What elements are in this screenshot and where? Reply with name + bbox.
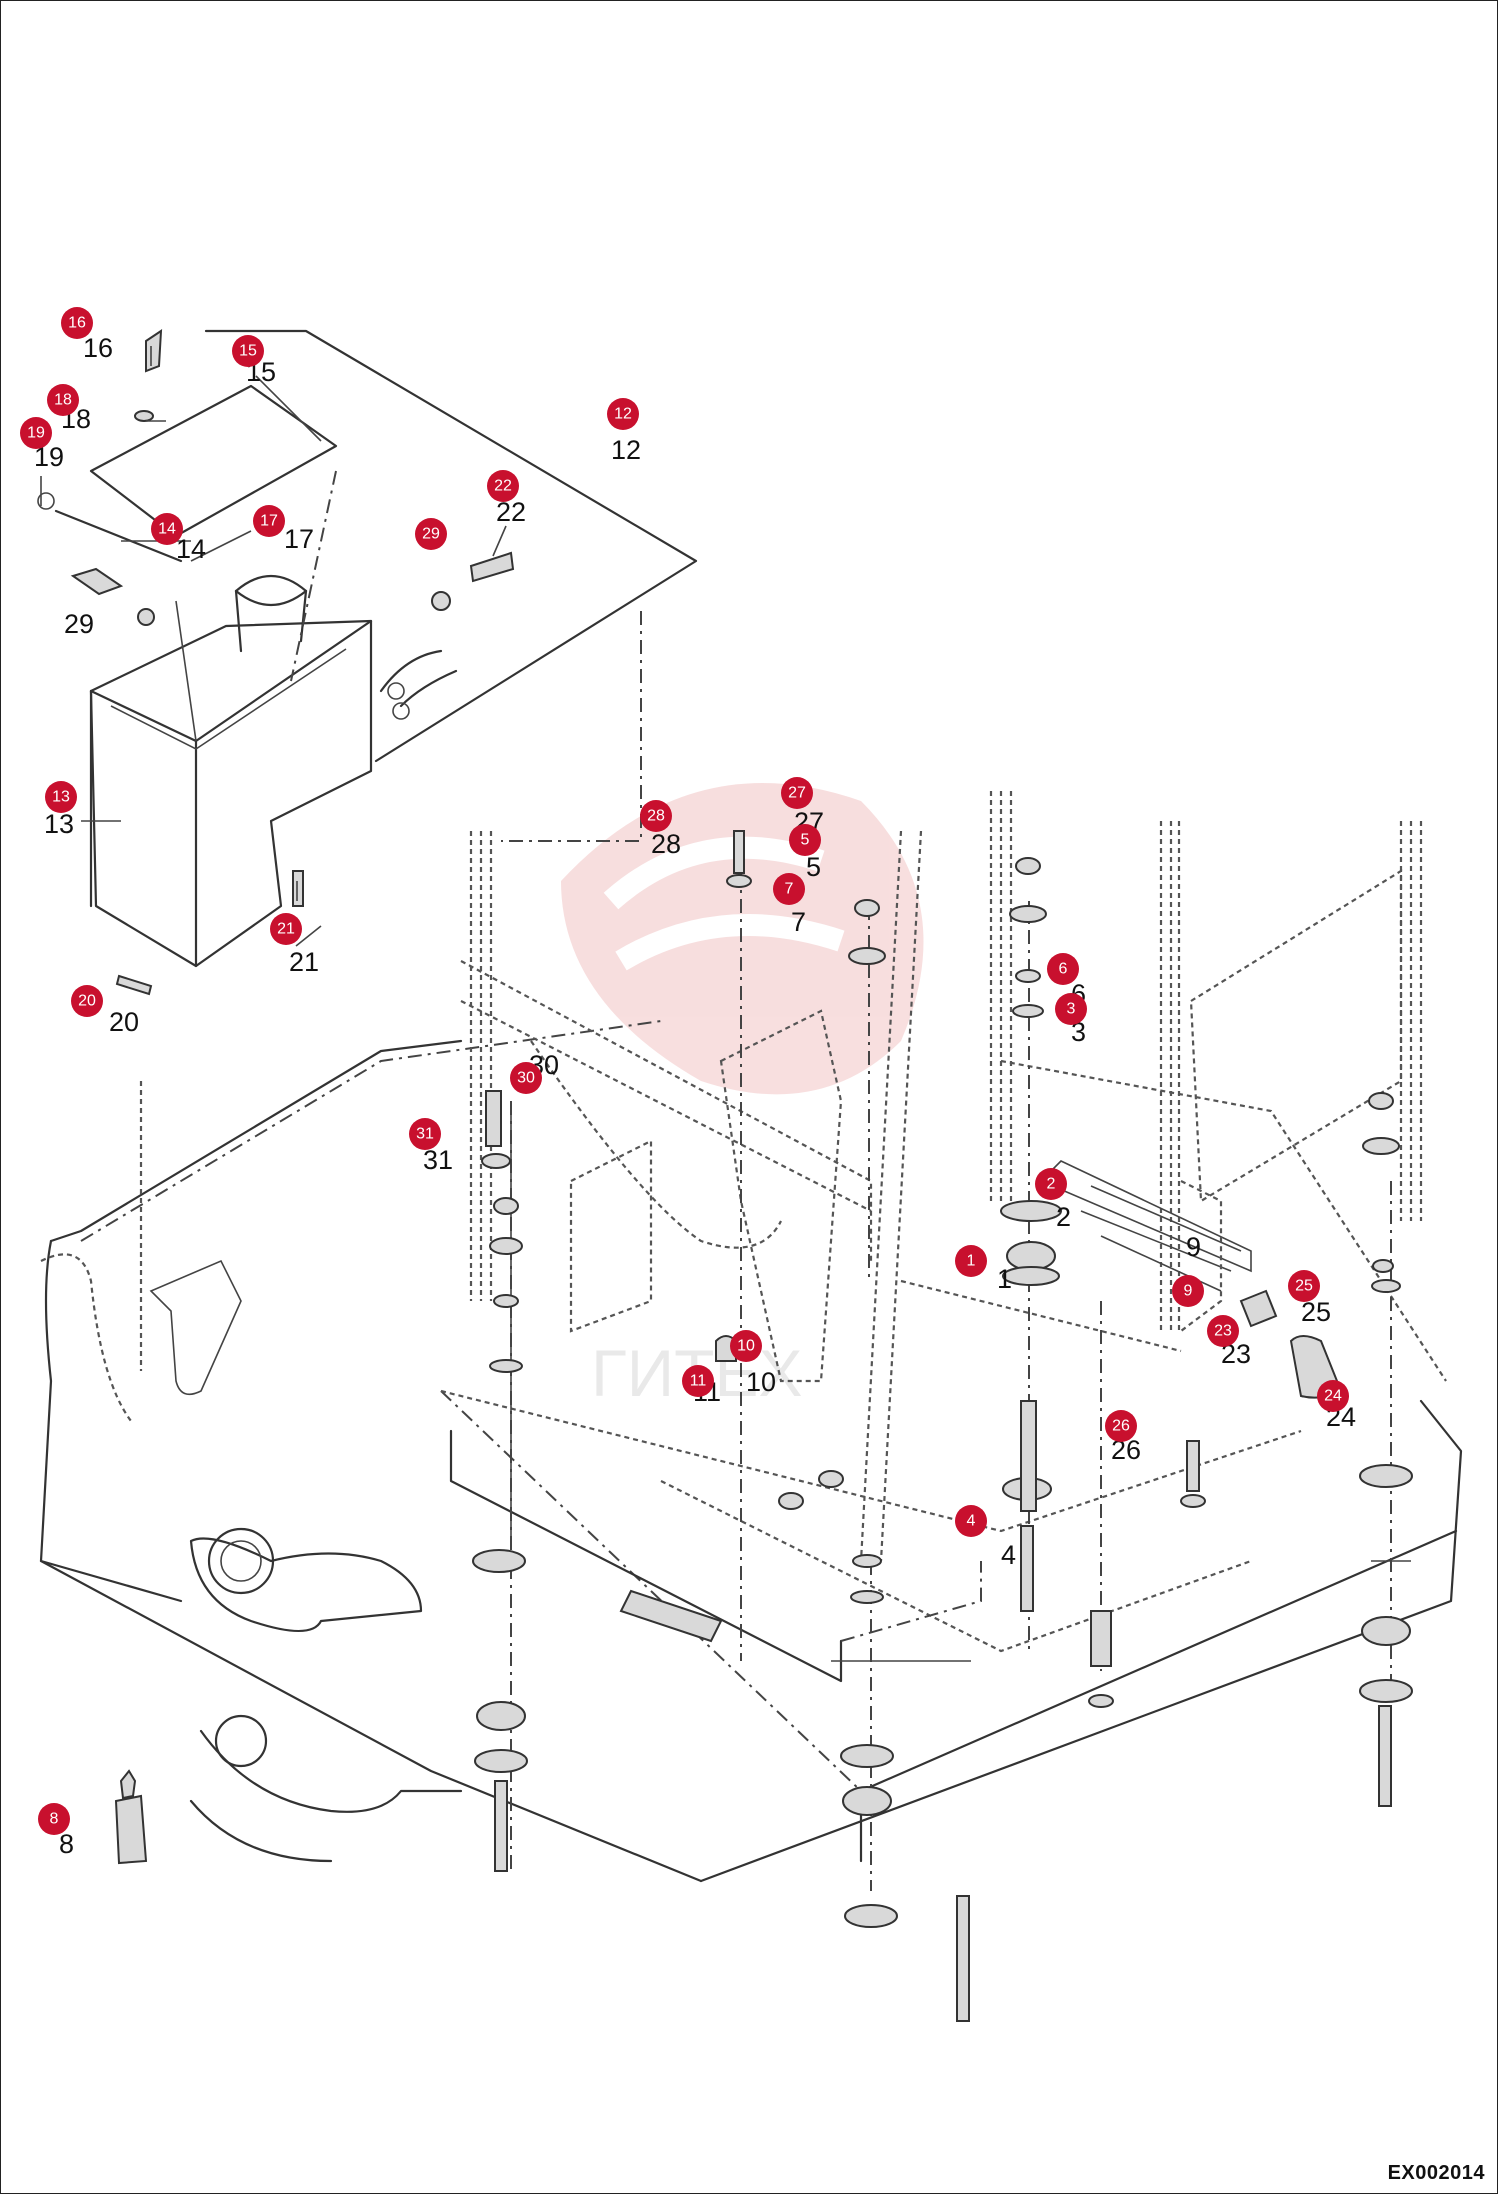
svg-text:1: 1 xyxy=(967,1253,976,1270)
callout-badge-10[interactable]: 10 xyxy=(730,1330,762,1362)
svg-text:12: 12 xyxy=(614,406,632,423)
num-label: 16 xyxy=(83,333,113,363)
callout-badge-8[interactable]: 8 xyxy=(38,1803,70,1835)
svg-text:29: 29 xyxy=(422,526,440,543)
svg-text:31: 31 xyxy=(416,1126,434,1143)
num-label: 31 xyxy=(423,1145,453,1175)
callout-badge-21[interactable]: 21 xyxy=(270,913,302,945)
num-label: 4 xyxy=(1001,1540,1016,1570)
num-label: 17 xyxy=(284,524,314,554)
callout-badge-22[interactable]: 22 xyxy=(487,470,519,502)
svg-text:8: 8 xyxy=(50,1811,59,1828)
num-label: 22 xyxy=(496,497,526,527)
callout-badge-15[interactable]: 15 xyxy=(232,335,264,367)
svg-text:23: 23 xyxy=(1214,1323,1232,1340)
svg-text:5: 5 xyxy=(801,832,810,849)
svg-text:10: 10 xyxy=(737,1338,755,1355)
callout-badge-24[interactable]: 24 xyxy=(1317,1380,1349,1412)
svg-text:17: 17 xyxy=(260,513,278,530)
svg-text:9: 9 xyxy=(1184,1283,1193,1300)
svg-text:26: 26 xyxy=(1112,1418,1130,1435)
callout-badge-11[interactable]: 11 xyxy=(682,1365,714,1397)
callout-badge-14[interactable]: 14 xyxy=(151,513,183,545)
num-label: 7 xyxy=(791,907,806,937)
callout-badge-12[interactable]: 12 xyxy=(607,398,639,430)
svg-text:18: 18 xyxy=(54,392,72,409)
callout-badge-1[interactable]: 1 xyxy=(955,1245,987,1277)
svg-text:22: 22 xyxy=(494,478,512,495)
svg-text:21: 21 xyxy=(277,921,295,938)
num-label: 14 xyxy=(176,534,206,564)
callout-badge-13[interactable]: 13 xyxy=(45,781,77,813)
callout-badges: 16 15 12 18 19 14 17 22 29 13 21 20 27 2… xyxy=(20,307,1349,1835)
callout-badge-30[interactable]: 30 xyxy=(510,1062,542,1094)
callout-badge-9[interactable]: 9 xyxy=(1172,1275,1204,1307)
callout-badge-20[interactable]: 20 xyxy=(71,985,103,1017)
num-label: 12 xyxy=(611,435,641,465)
svg-text:20: 20 xyxy=(78,993,96,1010)
diagram-code: EX002014 xyxy=(1387,2162,1485,2184)
svg-text:16: 16 xyxy=(68,315,86,332)
callout-badge-27[interactable]: 27 xyxy=(781,777,813,809)
hydraulic-tank-assembly xyxy=(37,329,698,996)
callout-badge-17[interactable]: 17 xyxy=(253,505,285,537)
svg-text:7: 7 xyxy=(785,881,794,898)
callout-badge-18[interactable]: 18 xyxy=(47,384,79,416)
callout-badge-16[interactable]: 16 xyxy=(61,307,93,339)
svg-text:14: 14 xyxy=(158,521,176,538)
num-label: 9 xyxy=(1186,1232,1201,1262)
svg-text:28: 28 xyxy=(647,808,665,825)
num-label: 21 xyxy=(289,947,319,977)
svg-text:3: 3 xyxy=(1067,1001,1076,1018)
num-label: 20 xyxy=(109,1007,139,1037)
num-label: 29 xyxy=(64,609,94,639)
callout-badge-2[interactable]: 2 xyxy=(1035,1168,1067,1200)
svg-text:6: 6 xyxy=(1059,961,1068,978)
num-label: 25 xyxy=(1301,1297,1331,1327)
svg-text:27: 27 xyxy=(788,785,806,802)
callout-badge-31[interactable]: 31 xyxy=(409,1118,441,1150)
callout-badge-4[interactable]: 4 xyxy=(955,1505,987,1537)
callout-badge-25[interactable]: 25 xyxy=(1288,1270,1320,1302)
callout-badge-6[interactable]: 6 xyxy=(1047,953,1079,985)
num-label: 2 xyxy=(1056,1202,1071,1232)
svg-text:4: 4 xyxy=(967,1513,976,1530)
callout-badge-29[interactable]: 29 xyxy=(415,518,447,550)
callout-badge-7[interactable]: 7 xyxy=(773,873,805,905)
cab-structure xyxy=(460,791,1423,1562)
svg-text:11: 11 xyxy=(690,1373,707,1390)
callout-badge-28[interactable]: 28 xyxy=(640,800,672,832)
svg-text:15: 15 xyxy=(239,343,257,360)
svg-text:25: 25 xyxy=(1295,1278,1313,1295)
svg-text:30: 30 xyxy=(517,1070,535,1087)
leader-lines xyxy=(40,346,1411,1891)
callout-badge-26[interactable]: 26 xyxy=(1105,1410,1137,1442)
callout-badge-3[interactable]: 3 xyxy=(1055,993,1087,1025)
num-label: 8 xyxy=(59,1829,74,1859)
num-label: 10 xyxy=(746,1367,776,1397)
callout-badge-19[interactable]: 19 xyxy=(20,417,52,449)
num-label: 5 xyxy=(806,852,821,882)
svg-text:2: 2 xyxy=(1047,1176,1056,1193)
svg-text:19: 19 xyxy=(27,425,45,442)
num-label: 1 xyxy=(997,1264,1012,1294)
svg-text:24: 24 xyxy=(1324,1388,1342,1405)
callout-badge-5[interactable]: 5 xyxy=(789,824,821,856)
num-label: 28 xyxy=(651,829,681,859)
svg-text:13: 13 xyxy=(52,789,70,806)
num-label: 13 xyxy=(44,809,74,839)
callout-badge-23[interactable]: 23 xyxy=(1207,1315,1239,1347)
